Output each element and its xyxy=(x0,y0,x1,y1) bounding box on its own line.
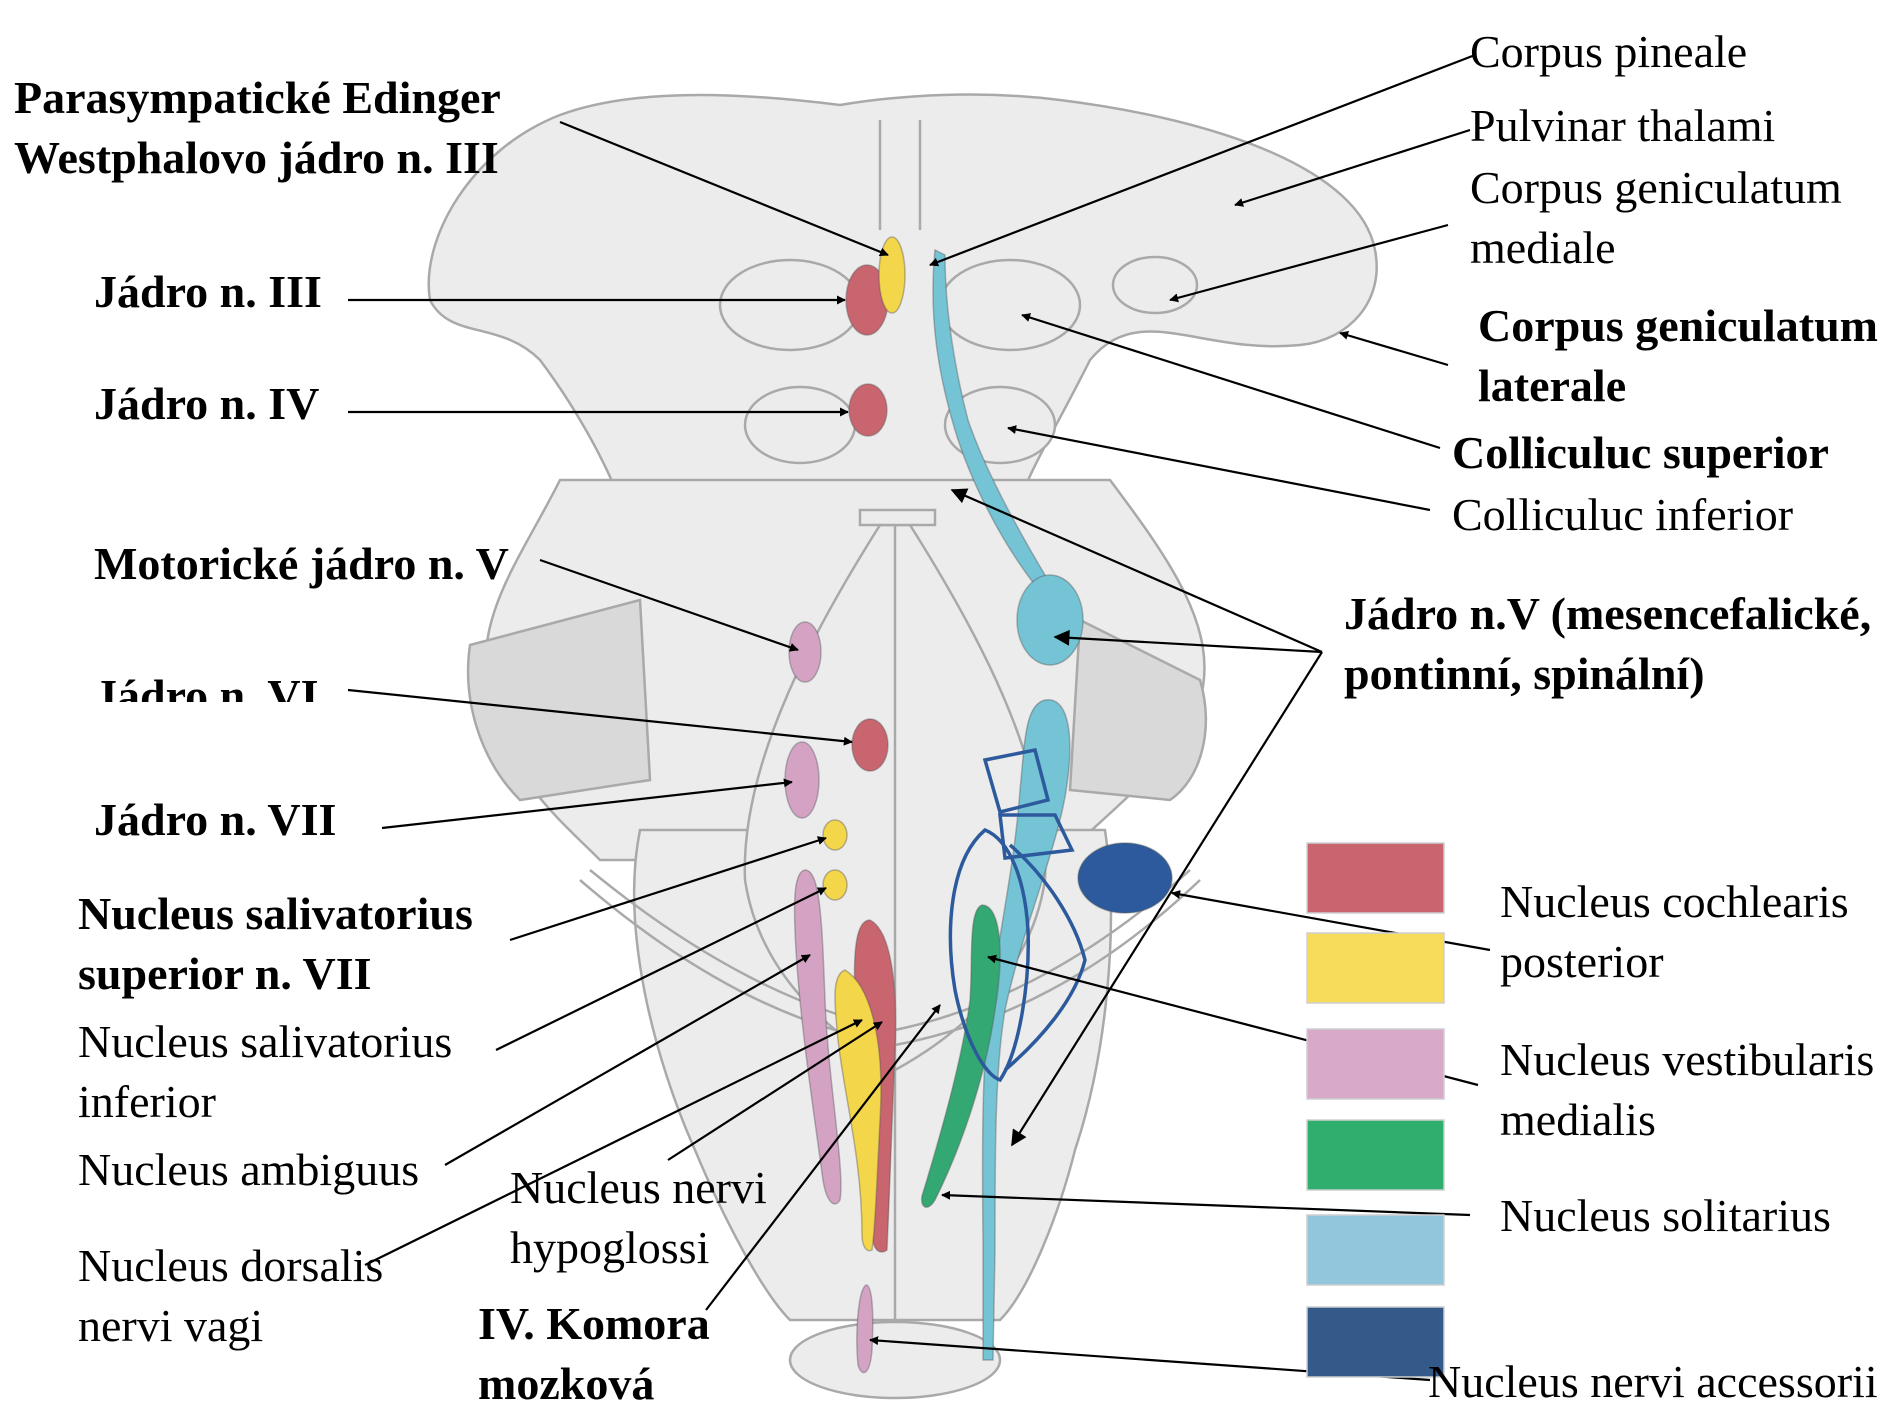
colliculus-inferior-left xyxy=(745,387,855,463)
nucleus-edinger-westphal xyxy=(879,237,905,313)
nucleus-n5-pontine xyxy=(1017,575,1083,665)
nucleus-salivatorius-inferior xyxy=(823,870,847,900)
label-solitarius: Nucleus solitarius xyxy=(1500,1186,1831,1246)
label-motor-n5: Motorické jádro n. V xyxy=(94,534,509,594)
label-nucleus-n6: Jádro n. VI xyxy=(94,666,319,702)
legend-swatch-pink xyxy=(1307,1029,1444,1099)
leader-cgl xyxy=(1340,333,1448,365)
nucleus-cochlearis xyxy=(1078,843,1172,913)
legend-swatch-light-blue xyxy=(1307,1215,1444,1285)
label-coll-superior: Colliculuc superior xyxy=(1452,423,1829,483)
legend-swatch-yellow xyxy=(1307,933,1444,1003)
label-nucleus-n7: Jádro n. VII xyxy=(94,790,336,850)
geniculate-medial xyxy=(1113,257,1197,313)
label-nucleus-n3: Jádro n. III xyxy=(94,262,322,322)
label-nucleus-n4: Jádro n. IV xyxy=(94,374,319,434)
legend-swatch-green xyxy=(1307,1120,1444,1190)
label-corpus-pineale: Corpus pineale xyxy=(1470,22,1747,82)
colliculus-superior-left xyxy=(720,260,860,350)
label-pulvinar: Pulvinar thalami xyxy=(1470,96,1775,156)
label-n5-sensory: Jádro n.V (mesencefalické,pontinní, spin… xyxy=(1344,584,1871,704)
nucleus-n7 xyxy=(785,742,819,818)
color-legend xyxy=(1307,843,1444,1377)
spinal-cord-section xyxy=(790,1322,1000,1398)
nucleus-salivatorius-superior xyxy=(823,820,847,850)
label-ambiguus: Nucleus ambiguus xyxy=(78,1140,419,1200)
legend-swatch-dark-blue xyxy=(1307,1307,1444,1377)
nucleus-n6 xyxy=(852,719,888,771)
label-accessorii: Nucleus nervi accessorii xyxy=(1428,1352,1878,1412)
superior-velum xyxy=(860,510,935,525)
nucleus-n4 xyxy=(849,384,887,436)
label-coll-inferior: Colliculuc inferior xyxy=(1452,485,1793,545)
legend-swatch-red xyxy=(1307,843,1444,913)
nucleus-motor-n5 xyxy=(789,622,821,682)
colliculus-superior-right xyxy=(940,260,1080,350)
